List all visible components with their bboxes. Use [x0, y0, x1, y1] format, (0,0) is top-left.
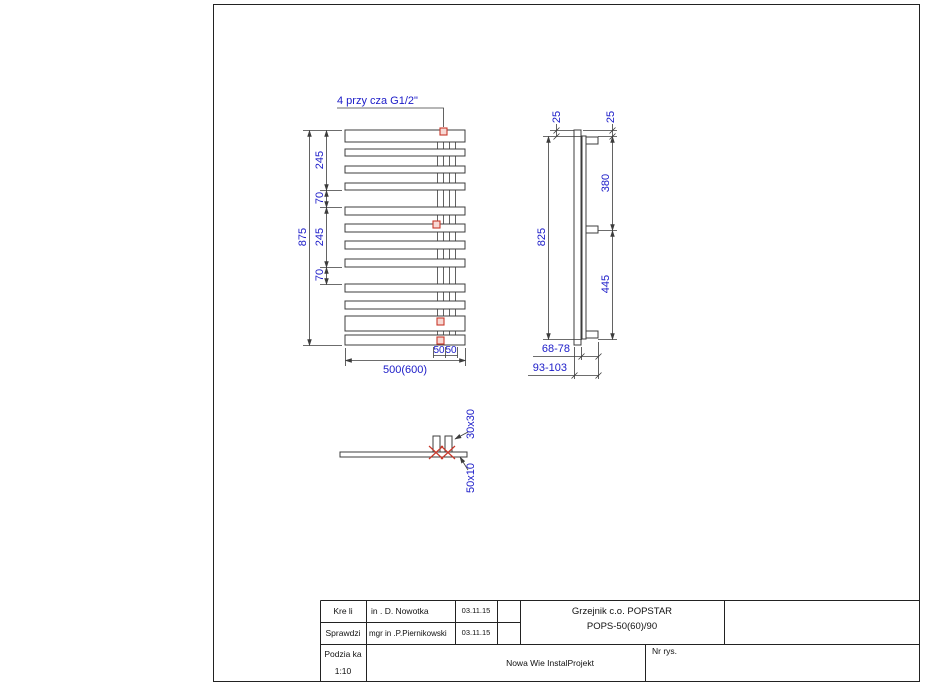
drawn-label: Kre li	[333, 606, 352, 616]
drawing-title-line2: POPS-50(60)/90	[587, 621, 657, 632]
checked-date: 03.11.15	[462, 628, 491, 637]
dim-bracket-size: 30x30	[465, 409, 477, 439]
drawing-number-label: Nr rys.	[652, 646, 677, 656]
panel-slat	[344, 240, 466, 250]
dim-ticks	[553, 127, 560, 140]
dim-depth-range-1: 68-78	[542, 343, 570, 355]
wall-bracket	[585, 330, 599, 339]
checked-label: Sprawdzi	[326, 628, 361, 638]
front-view: 4 przy cza G1/2" 245 70 245 70 875 500(6…	[297, 95, 467, 376]
panel-slat	[344, 223, 466, 233]
connection-markers	[432, 127, 448, 345]
connection-marker	[432, 220, 441, 229]
panel-slat	[344, 129, 466, 143]
witness-lines-side	[543, 130, 617, 340]
dim-profile-size: 50x10	[465, 463, 477, 493]
drawn-name: in . D. Nowotka	[371, 606, 429, 616]
mounting-rail	[581, 135, 587, 340]
dim-lower-span: 445	[600, 275, 612, 293]
scale-label: Podzia ka	[324, 649, 362, 659]
dim-depth-range-2: 93-103	[533, 362, 567, 374]
dim-lower-gap: 70	[314, 269, 326, 281]
connection-marker	[439, 127, 448, 136]
checked-name: mgr in .P.Piernikowski	[369, 629, 447, 638]
dim-bottom-offset-right: 50	[445, 345, 457, 356]
section-view: 30x30 50x10	[339, 409, 477, 493]
witness-lines-bottom	[345, 348, 466, 366]
panel-slat	[344, 165, 466, 174]
side-view: 25 825 25 380 445 68-78 93-103	[528, 111, 617, 379]
sheet-frame	[213, 4, 920, 682]
dim-segment-middle: 245	[314, 228, 326, 246]
panel-slat	[344, 182, 466, 191]
dim-top-offset-right: 25	[605, 111, 617, 123]
panel-slat	[344, 148, 466, 157]
drawing-title-line1: Grzejnik c.o. POPSTAR	[572, 606, 672, 617]
witness-lines-offsets	[433, 347, 458, 358]
panel-slat	[344, 300, 466, 310]
leader-profile-size	[459, 456, 469, 471]
scale-value: 1:10	[335, 666, 352, 676]
dim-width: 500(600)	[383, 364, 427, 376]
wall-bracket	[585, 136, 599, 145]
panel-profile	[573, 129, 582, 346]
collector-tubes	[437, 131, 456, 344]
panel-slat	[344, 258, 466, 268]
weld-marks	[428, 445, 456, 460]
company-name: Nowa Wie InstalProjekt	[506, 658, 595, 668]
panel-plan-profile	[339, 451, 468, 458]
dim-rail-length: 825	[536, 228, 548, 246]
connection-marker	[436, 336, 445, 345]
title-block: Kre li in . D. Nowotka 03.11.15 Sprawdzi…	[320, 600, 920, 682]
wall-bracket	[585, 225, 599, 234]
connections-label: 4 przy cza G1/2"	[337, 95, 418, 107]
panel-slat	[344, 206, 466, 216]
panel-slat	[344, 315, 466, 332]
witness-lines-left	[303, 130, 342, 346]
leader-line	[337, 107, 444, 127]
leader-bracket-size	[454, 431, 469, 440]
drawn-date: 03.11.15	[462, 606, 491, 615]
panel-slat	[344, 334, 466, 346]
panel-slat	[344, 283, 466, 293]
connection-marker	[436, 317, 445, 326]
dim-upper-span: 380	[600, 174, 612, 192]
dim-upper-gap: 70	[314, 192, 326, 204]
dim-overall-height: 875	[297, 228, 309, 246]
dim-top-offset-left: 25	[551, 111, 563, 123]
radiator-panels	[344, 129, 466, 346]
dim-ticks	[578, 353, 602, 360]
witness-lines-depth	[574, 342, 599, 379]
title-block-lines	[320, 600, 920, 682]
dim-ticks	[571, 372, 602, 379]
dim-bottom-offset-left: 50	[433, 345, 445, 356]
dim-segment-top: 245	[314, 151, 326, 169]
